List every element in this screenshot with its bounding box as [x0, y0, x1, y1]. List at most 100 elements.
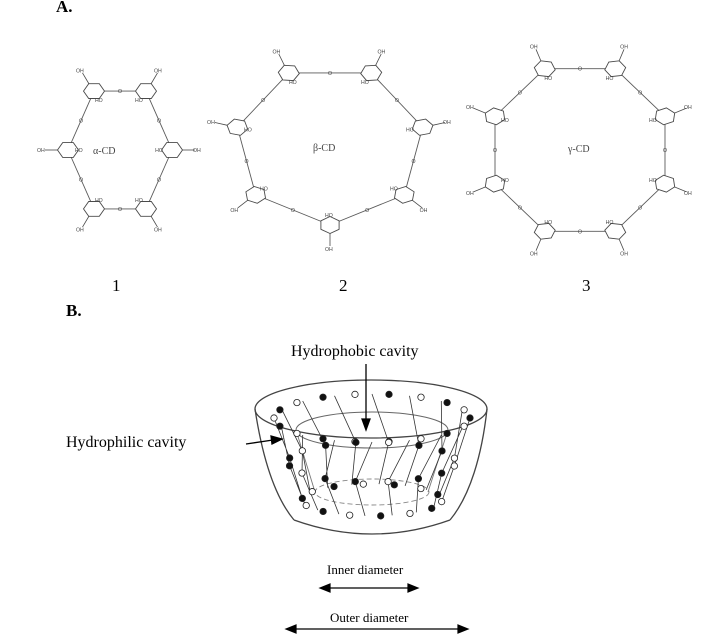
torus-atoms: [270, 390, 474, 520]
torus-atom: [417, 435, 425, 443]
alpha-bridge-oxygen: O: [118, 207, 122, 213]
gamma-glycosidic-link: [614, 183, 666, 232]
beta-inner-hydroxyl: HO: [390, 187, 398, 193]
beta-substituent-bond: [412, 199, 423, 209]
alpha-bridge-oxygen: O: [79, 177, 83, 183]
gamma-bridge-oxygen: O: [578, 67, 582, 73]
outer-left-wall: [254, 408, 295, 521]
beta-glucose-unit: [320, 216, 340, 234]
beta-hydroxyl: OH: [325, 247, 333, 253]
torus-atom: [298, 494, 306, 503]
torus-atom: [438, 447, 446, 455]
gamma-hydroxyl: OH: [530, 45, 538, 51]
alpha-cd-label: α-CD: [93, 146, 116, 157]
torus-atom: [330, 482, 338, 491]
gamma-substituent-bond: [674, 107, 687, 114]
gamma-bridge-oxygen: O: [578, 229, 582, 235]
beta-glycosidic-link: [236, 127, 257, 195]
outer-right-wall: [449, 408, 488, 521]
torus-atom: [276, 406, 284, 414]
torus-atom: [390, 481, 398, 489]
alpha-hydroxyl: OH: [193, 148, 201, 154]
torus-atom: [414, 475, 423, 483]
torus-atom: [417, 393, 425, 401]
beta-inner-hydroxyl: HO: [406, 127, 414, 133]
beta-cd-label: β-CD: [313, 143, 336, 154]
alpha-hydroxyl: OH: [37, 148, 45, 154]
alpha-substituent-bond: [150, 216, 158, 228]
beta-glucose-unit: [277, 64, 300, 82]
gamma-substituent-bond: [674, 186, 687, 193]
gamma-glycosidic-link: [614, 68, 666, 117]
gamma-glycosidic-link: [494, 183, 546, 232]
gamma-inner-hydroxyl: HO: [649, 118, 657, 124]
torus-atom: [434, 490, 442, 499]
alpha-inner-hydroxyl: HO: [75, 148, 83, 154]
gamma-bridge-oxygen: O: [638, 205, 642, 211]
gamma-substituent-bond: [473, 107, 486, 114]
beta-glucose-unit: [411, 118, 434, 136]
torus-atom: [415, 441, 423, 450]
outer-diameter-head-right: [457, 624, 470, 634]
alpha-glucose-unit: [160, 142, 184, 158]
hydrophilic-arrow-head: [270, 435, 284, 445]
beta-substituent-bond: [278, 53, 285, 66]
beta-inner-hydroxyl: HO: [361, 80, 369, 86]
gamma-substituent-bond: [618, 238, 625, 251]
torus-atom: [352, 438, 360, 446]
torus-atom: [308, 488, 316, 496]
beta-bridge-oxygen: O: [261, 98, 265, 104]
molecule-number-3: 3: [582, 276, 591, 295]
alpha-substituent-bond: [150, 72, 158, 84]
torus-atom: [450, 462, 458, 470]
beta-bridge-oxygen: O: [395, 98, 399, 104]
torus-atom: [276, 422, 284, 430]
hydrophobic-cavity-label: Hydrophobic cavity: [291, 343, 419, 360]
beta-glucose-unit: [360, 64, 383, 82]
torus-atom: [359, 480, 367, 488]
gamma-glucose-unit: [484, 174, 506, 193]
torus-atom: [406, 509, 414, 518]
gamma-inner-hydroxyl: HO: [606, 76, 614, 82]
alpha-hydroxyl: OH: [76, 68, 84, 74]
inner-left-wall: [295, 429, 316, 493]
torus-atom: [302, 501, 310, 510]
torus-atom: [293, 398, 301, 407]
gamma-inner-hydroxyl: HO: [649, 178, 657, 184]
torus-atom: [443, 429, 451, 438]
torus-atom: [319, 507, 327, 516]
torus-atom: [321, 474, 329, 483]
gamma-hydroxyl: OH: [620, 45, 628, 51]
hydrophilic-arrow-line: [245, 439, 274, 445]
gamma-inner-hydroxyl: HO: [501, 178, 509, 184]
beta-inner-hydroxyl: HO: [289, 80, 297, 86]
torus-atom: [385, 390, 393, 398]
alpha-glucose-unit: [82, 83, 106, 99]
gamma-substituent-bond: [535, 49, 542, 62]
gamma-bridge-oxygen: O: [638, 91, 642, 97]
torus-atom: [351, 390, 359, 398]
torus-atom: [319, 435, 327, 443]
molecule-number-1: 1: [112, 276, 121, 295]
torus-atom: [450, 454, 459, 462]
torus-atom: [270, 414, 278, 422]
beta-inner-hydroxyl: HO: [325, 213, 333, 219]
alpha-hydroxyl: OH: [154, 68, 162, 74]
beta-hydroxyl: OH: [207, 120, 215, 126]
alpha-glycosidic-link: [145, 90, 173, 151]
torus-atom: [466, 414, 474, 422]
gamma-hydroxyl: OH: [684, 191, 692, 197]
alpha-glycosidic-link: [145, 149, 173, 210]
alpha-substituent-bond: [82, 72, 90, 84]
molecule-number-2: 2: [339, 276, 348, 295]
outer-bottom-rim: [293, 519, 451, 535]
torus-atom: [438, 469, 446, 477]
alpha-hydroxyl: OH: [154, 228, 162, 234]
inner-diameter-head-left: [318, 583, 331, 593]
hydrophobic-arrow-head: [361, 418, 371, 432]
alpha-inner-hydroxyl: HO: [135, 98, 143, 104]
torus-atom: [285, 462, 294, 470]
beta-glucose-unit: [245, 186, 266, 204]
beta-substituent-bond: [375, 53, 382, 66]
